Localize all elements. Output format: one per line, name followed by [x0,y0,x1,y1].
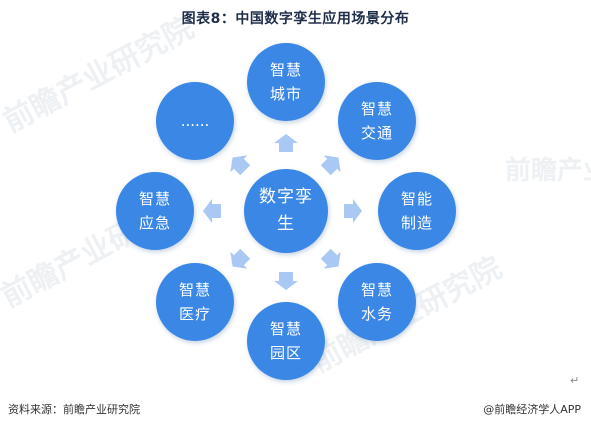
source-note: 资料来源：前瞻产业研究院 [8,403,140,416]
node-circle-smart-city [247,43,325,121]
center-circle [244,169,328,253]
node-label-smart-water: 智慧水务 [360,281,393,323]
node-circle-smart-emergency [116,172,194,250]
node-label-more: ...... [180,112,210,130]
node-circle-smart-water [338,263,416,341]
arrow-left [203,199,221,223]
node-circle-smart-transport [338,82,416,160]
node-label-smart-transport: 智慧交通 [360,100,393,142]
node-label-smart-park: 智慧园区 [269,320,302,362]
node-circle-smart-park [247,302,325,380]
paragraph-return-mark: ↵ [570,374,580,387]
arrow-right [344,199,362,223]
node-label-smart-medical: 智慧医疗 [178,281,211,323]
node-label-smart-city: 智慧城市 [269,61,302,103]
arrow-up [274,134,298,152]
brand-credit: @前瞻经济学人APP [483,403,581,416]
node-circle-more [156,82,234,160]
node-circle-smart-medical [156,263,234,341]
center-label: 数字孪生 [259,186,313,234]
page-title: 图表8：中国数字孪生应用场景分布 [181,11,410,27]
arrow-down [274,272,298,290]
node-circle-smart-manufacturing [378,172,456,250]
node-label-smart-manufacturing: 智能制造 [400,190,433,232]
node-label-smart-emergency: 智慧应急 [138,190,171,232]
